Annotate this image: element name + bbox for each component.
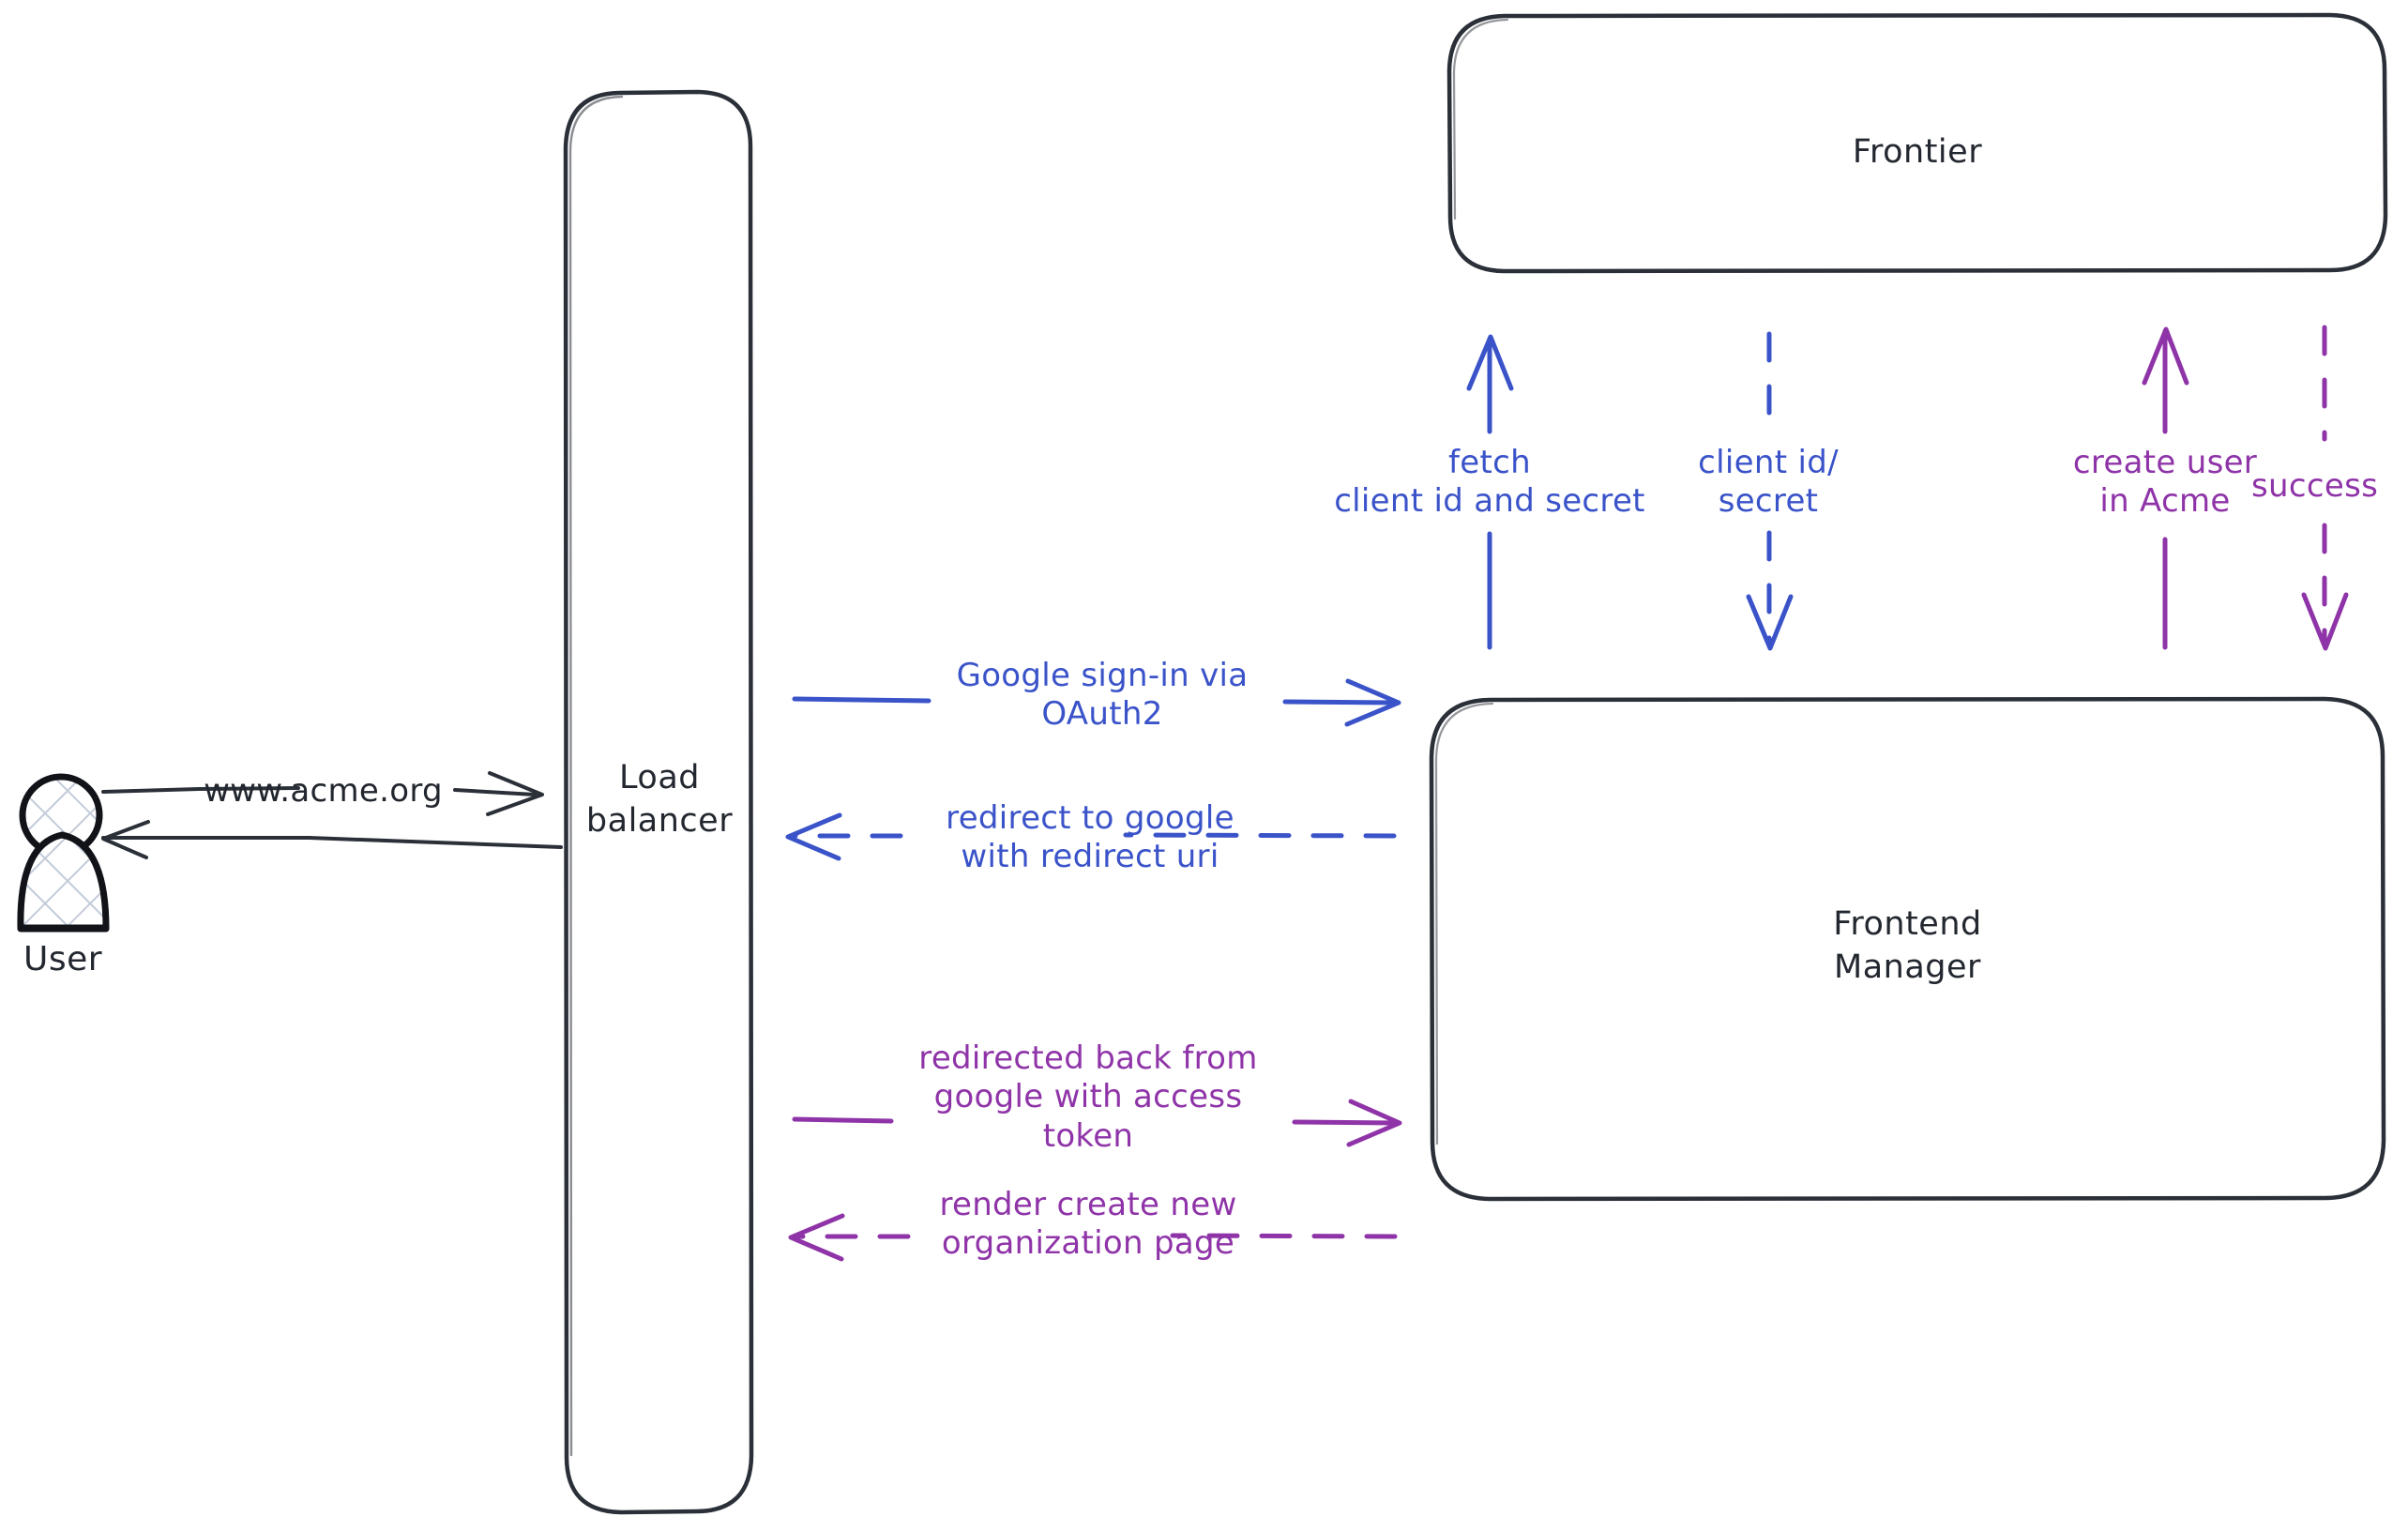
user-actor-label: User: [23, 940, 103, 978]
edge-label-lb-to-fem-token: redirected back from google with access …: [918, 1039, 1258, 1155]
edge-user-to-lb[interactable]: [101, 771, 544, 816]
edge-label-fem-to-lb-redirect: redirect to google with redirect uri: [946, 799, 1234, 876]
edge-label-fem-to-lb-render: render create new organization page: [939, 1186, 1237, 1263]
edge-label-fem-to-frontier-fetch: fetch client id and secret: [1334, 444, 1645, 521]
edge-label-user-to-lb: www.acme.org: [204, 772, 443, 810]
edge-lb-to-fem-signin[interactable]: [792, 678, 1401, 727]
edge-label-frontier-to-fem-success: success: [2251, 467, 2379, 505]
node-load-balancer-label: Load balancer: [585, 759, 734, 840]
edge-lb-to-fem-token[interactable]: [792, 1099, 1402, 1147]
edge-frontier-to-fem-success[interactable]: [2301, 325, 2349, 651]
edge-fem-to-lb-render[interactable]: [788, 1213, 1398, 1262]
node-load-balancer[interactable]: [563, 89, 754, 1515]
edge-fem-to-frontier-create[interactable]: [2142, 326, 2189, 650]
node-frontend-manager-label: Frontend Manager: [1833, 905, 1982, 986]
node-frontier[interactable]: [1446, 12, 2388, 274]
node-frontend-manager[interactable]: [1429, 696, 2386, 1202]
edge-label-lb-to-fem-signin: Google sign-in via OAuth2: [956, 657, 1249, 734]
edge-lb-to-user[interactable]: [101, 820, 563, 859]
user-actor-icon[interactable]: [17, 773, 110, 933]
edge-label-frontier-to-fem-creds: client id/ secret: [1698, 444, 1839, 521]
edge-frontier-to-fem-creds[interactable]: [1746, 331, 1794, 651]
edge-fem-to-frontier-fetch[interactable]: [1466, 334, 1514, 650]
edge-fem-to-lb-redirect[interactable]: [785, 812, 1397, 861]
node-frontier-label: Frontier: [1852, 133, 1983, 171]
edge-label-fem-to-frontier-create: create user in Acme: [2072, 444, 2258, 521]
